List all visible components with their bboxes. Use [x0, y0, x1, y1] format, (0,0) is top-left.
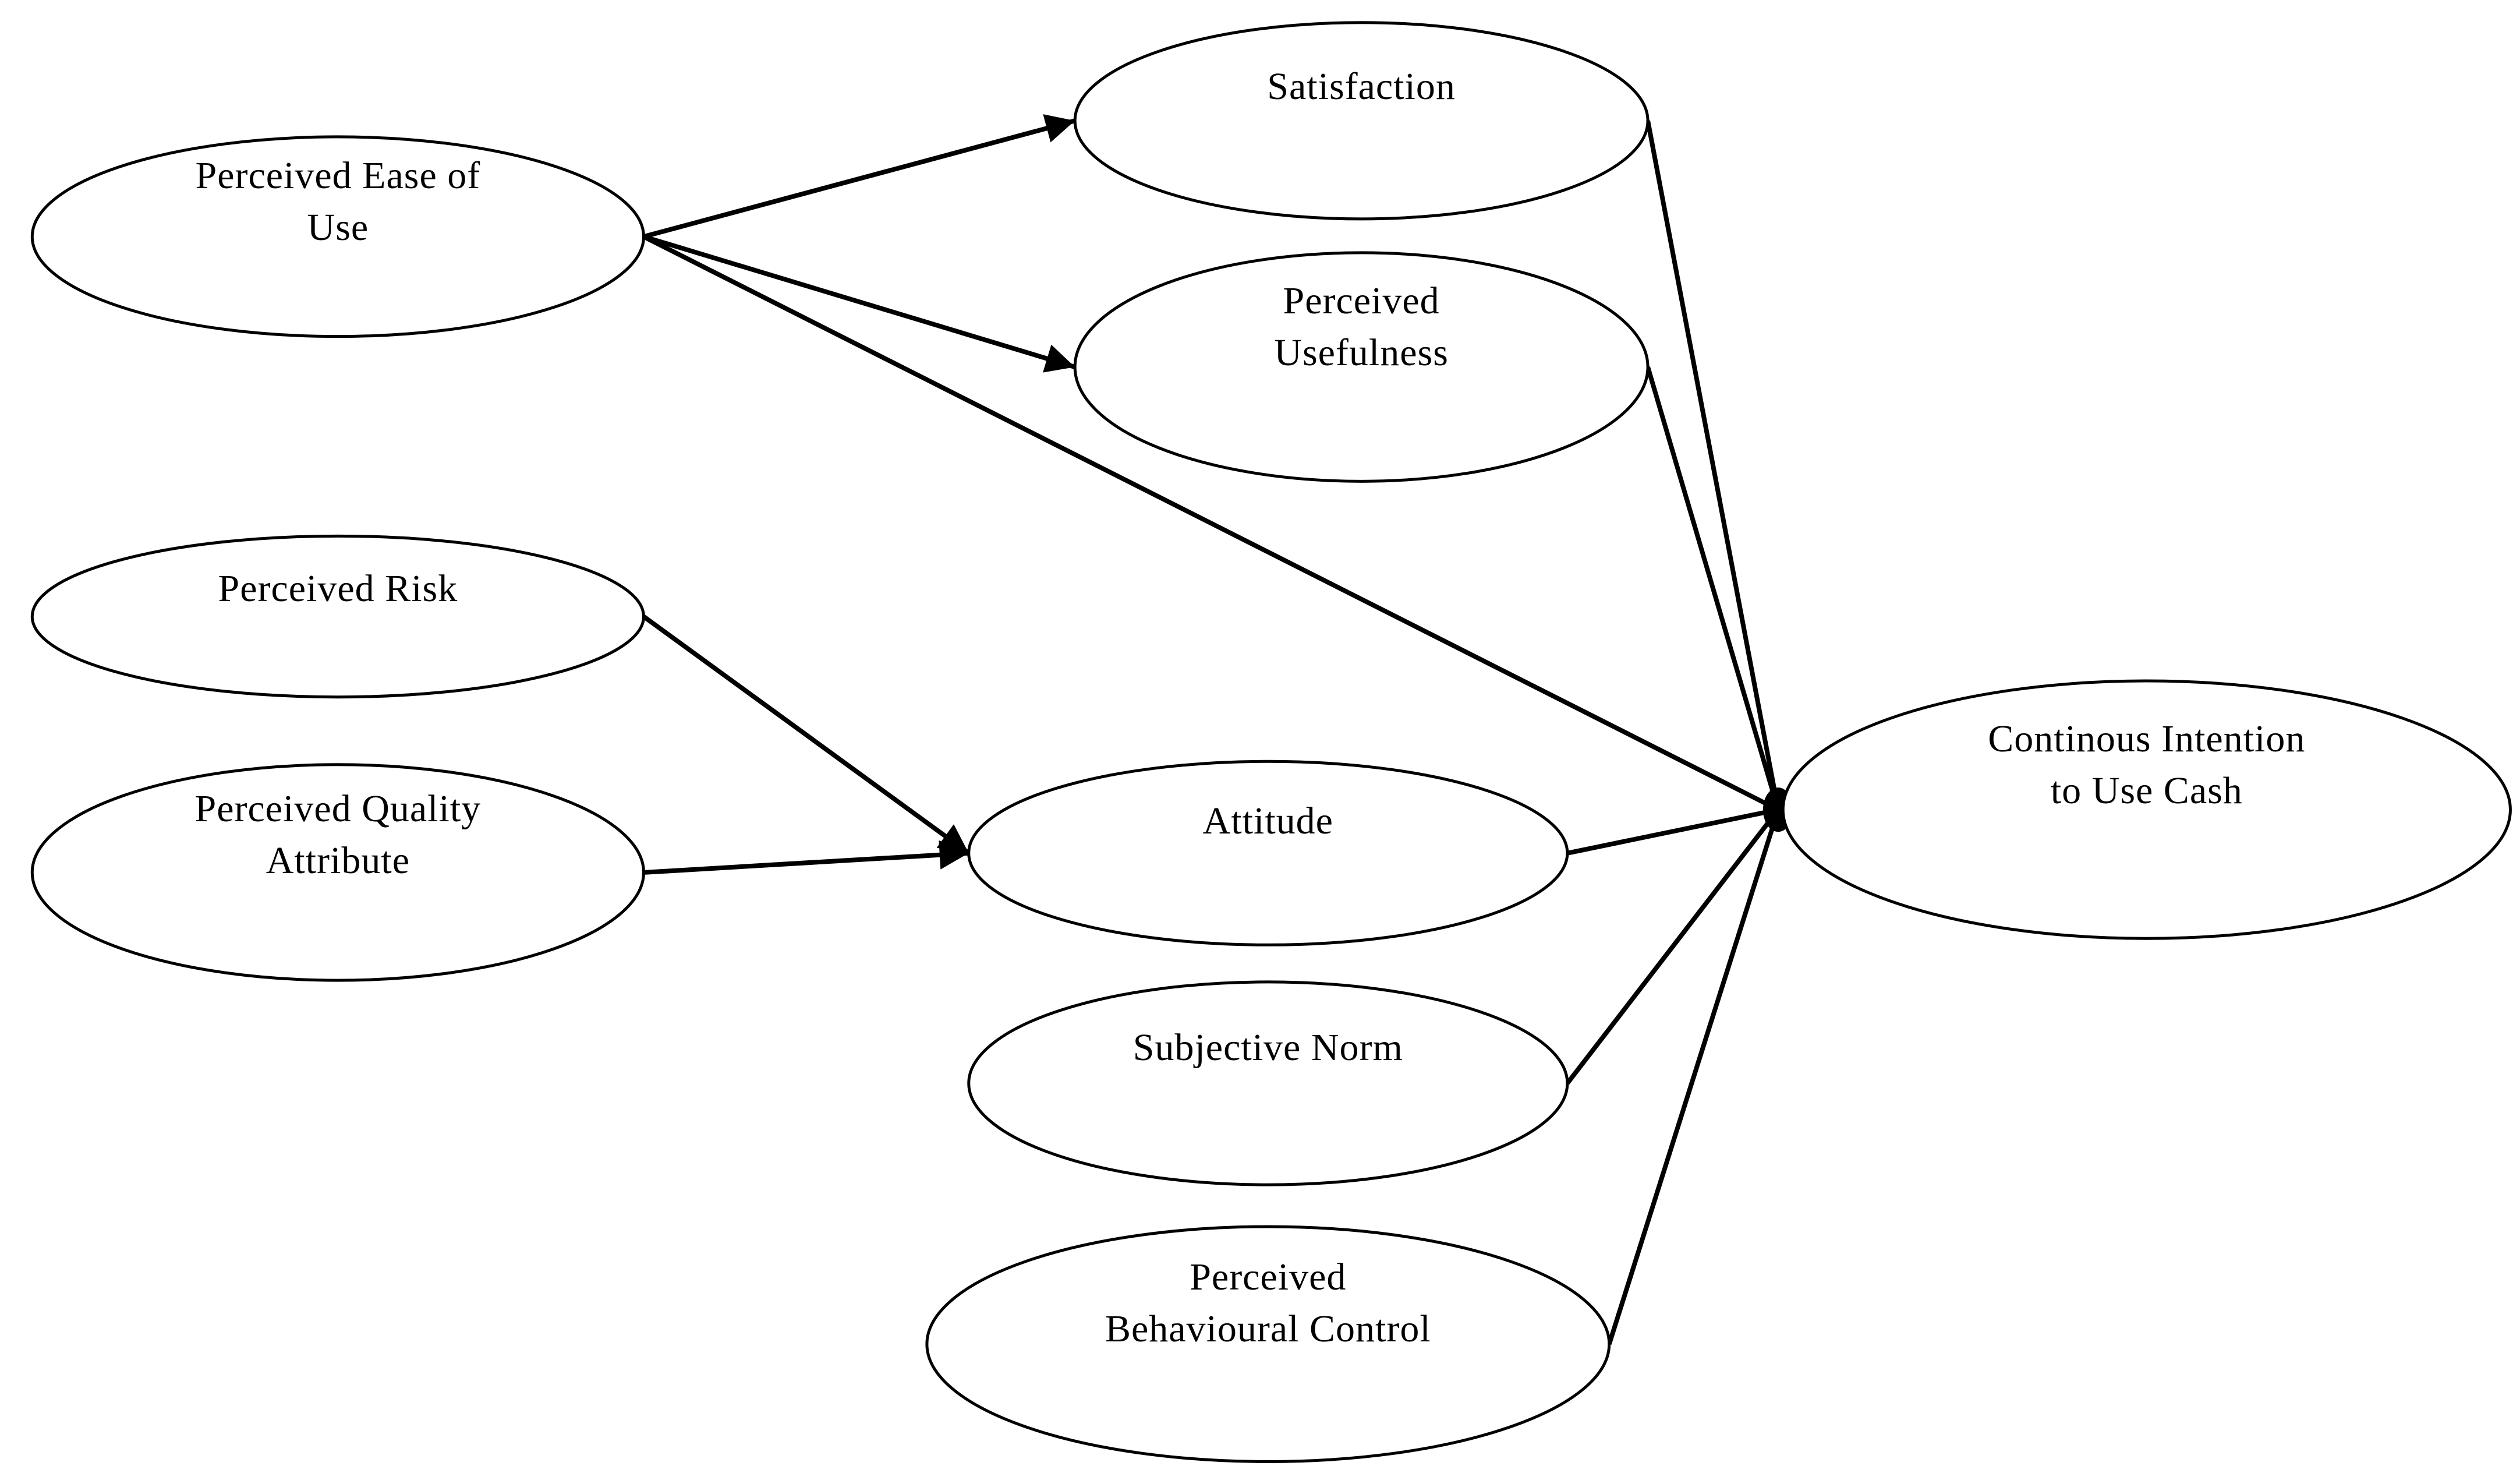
nodes-layer: [30, 21, 2512, 1463]
edge-quality-to-attitude: [643, 840, 969, 875]
edges-layer: [642, 114, 1793, 1345]
node-attitude-label: Attitude: [1202, 800, 1333, 843]
node-subjective-norm-label: Subjective Norm: [1132, 1026, 1403, 1069]
edge-attitude-to-intention: [1567, 807, 1779, 856]
node-perceived-risk-ellipse: [30, 534, 645, 699]
node-satisfaction-ellipse: [1073, 21, 1650, 221]
node-perceived-ease-of-use-label: Perceived Ease of Use: [195, 154, 481, 249]
node-perceived-quality-attribute-ellipse: [30, 763, 645, 982]
edge-satisfaction-to-intention: [1645, 120, 1781, 810]
edge-pbc-to-intention: [1606, 808, 1781, 1345]
node-perceived-behavioural-control-ellipse: [925, 1225, 1611, 1463]
edge-norm-to-intention: [1565, 808, 1781, 1085]
node-continous-intention-ellipse: [1781, 679, 2512, 940]
edge-risk-to-attitude: [642, 614, 971, 856]
node-satisfaction-label: Satisfaction: [1267, 65, 1456, 108]
node-perceived-usefulness-ellipse: [1073, 251, 1650, 483]
node-continous-intention-label: Continous Intention to Use Cash: [1988, 717, 2306, 812]
edge-peou-to-satisfaction: [643, 114, 1076, 239]
node-perceived-behavioural-control-label: Perceived Behavioural Control: [1105, 1256, 1431, 1351]
node-perceived-quality-attribute-label: Perceived Quality Attribute: [194, 787, 482, 882]
node-perceived-ease-of-use-ellipse: [30, 135, 645, 338]
edge-peou-to-intention: [642, 234, 1779, 812]
node-subjective-norm-ellipse: [967, 980, 1569, 1186]
edge-usefulness-to-intention: [1645, 366, 1781, 811]
edge-peou-to-usefulness: [643, 234, 1076, 373]
node-perceived-risk-label: Perceived Risk: [218, 567, 458, 610]
node-perceived-usefulness-label: Perceived Usefulness: [1274, 280, 1449, 375]
node-attitude-ellipse: [967, 760, 1569, 946]
